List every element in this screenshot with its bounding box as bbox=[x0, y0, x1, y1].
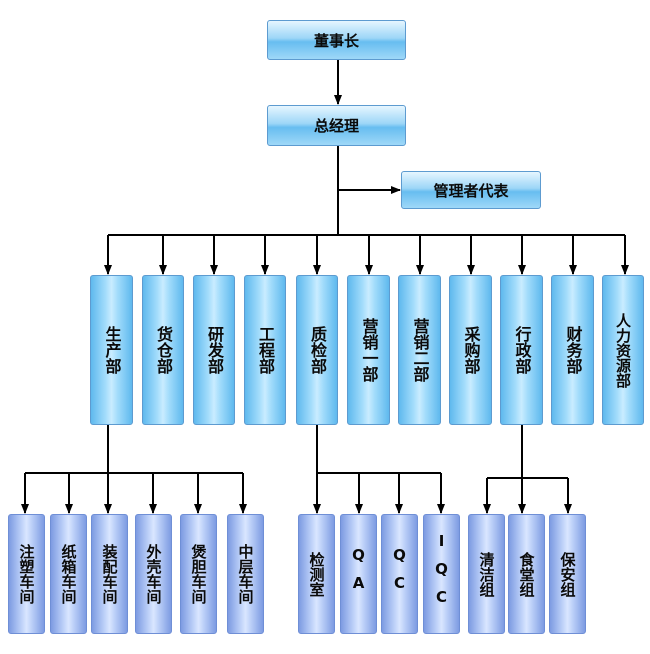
qc-iqc: IQC bbox=[423, 514, 460, 634]
workshop-inner-pot: 煲胆车间 bbox=[180, 514, 217, 634]
group-cleaning: 清洁组 bbox=[468, 514, 505, 634]
dept-sales-1: 营销一部 bbox=[347, 275, 390, 425]
workshop-assembly: 装配车间 bbox=[91, 514, 128, 634]
dept-purchasing: 采购部 bbox=[449, 275, 492, 425]
dept-engineering: 工程部 bbox=[244, 275, 286, 425]
workshop-middle-layer: 中层车间 bbox=[227, 514, 264, 634]
dept-quality: 质检部 bbox=[296, 275, 338, 425]
dept-production: 生产部 bbox=[90, 275, 133, 425]
workshop-carton: 纸箱车间 bbox=[50, 514, 87, 634]
dept-admin: 行政部 bbox=[500, 275, 543, 425]
dept-sales-2: 营销二部 bbox=[398, 275, 441, 425]
group-canteen: 食堂组 bbox=[508, 514, 545, 634]
dept-rnd: 研发部 bbox=[193, 275, 235, 425]
dept-warehouse: 货仓部 bbox=[142, 275, 184, 425]
qc-qa: QA bbox=[340, 514, 377, 634]
group-security: 保安组 bbox=[549, 514, 586, 634]
workshop-shell: 外壳车间 bbox=[135, 514, 172, 634]
management-rep-box: 管理者代表 bbox=[401, 171, 541, 209]
dept-hr: 人力资源部 bbox=[602, 275, 644, 425]
qc-lab: 检测室 bbox=[298, 514, 335, 634]
general-manager-box: 总经理 bbox=[267, 105, 406, 146]
chairman-box: 董事长 bbox=[267, 20, 406, 60]
dept-finance: 财务部 bbox=[551, 275, 594, 425]
qc-qc: QC bbox=[381, 514, 418, 634]
workshop-injection: 注塑车间 bbox=[8, 514, 45, 634]
